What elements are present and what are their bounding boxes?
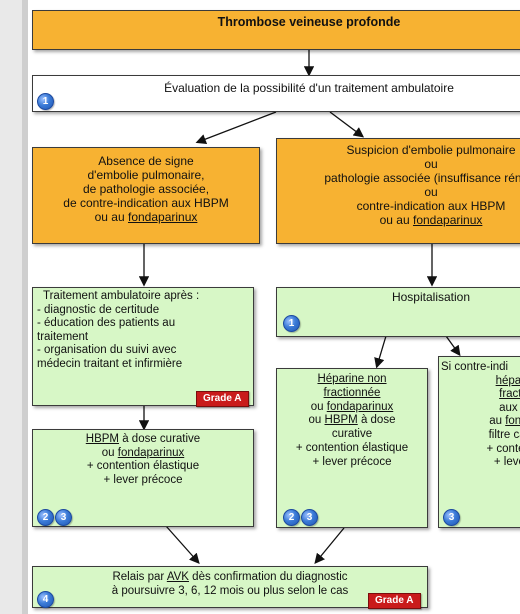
hbpm-line: HBPM à dose curative <box>33 433 253 447</box>
arrow-eval-to-left <box>195 111 277 145</box>
fondaparinux-link[interactable]: fondapa <box>505 415 520 428</box>
contra-line: aux HB <box>439 402 520 416</box>
no-signs-line: ou au fondaparinux <box>33 210 259 224</box>
reference-badge-2[interactable]: 2 <box>283 509 300 526</box>
text-prefix: ou <box>310 400 327 413</box>
ambulatory-line: Traitement ambulatoire après : <box>43 290 200 302</box>
hospitalisation-box: Hospitalisation <box>276 287 520 337</box>
ambulatory-box: Traitement ambulatoire après : - diagnos… <box>32 287 254 406</box>
ambulatory-line: - organisation du suivi avec <box>37 344 177 357</box>
text-prefix: au <box>489 415 506 428</box>
heparin-line: ou fondaparinux <box>277 401 427 415</box>
evaluation-text: Évaluation de la possibilité d'un traite… <box>164 81 454 95</box>
text-prefix: aux <box>499 401 520 414</box>
reference-badge-3[interactable]: 3 <box>55 509 72 526</box>
contra-line: + lever pr <box>493 456 520 469</box>
no-signs-line: Absence de signe <box>98 154 194 168</box>
no-signs-box: Absence de signe d'embolie pulmonaire, d… <box>32 147 260 244</box>
heparin-line: curative <box>331 428 373 441</box>
reference-badge-3[interactable]: 3 <box>443 509 460 526</box>
hbpm-link[interactable]: HBPM <box>324 414 358 427</box>
relay-line: Relais par AVK dès confirmation du diagn… <box>33 570 427 584</box>
arrow-eval-to-right <box>329 111 365 138</box>
reference-badge-2[interactable]: 2 <box>37 509 54 526</box>
title-text: Thrombose veineuse profonde <box>217 15 401 29</box>
heparin-line: + lever précoce <box>312 455 392 468</box>
reference-badge-1[interactable]: 1 <box>283 315 300 332</box>
fondaparinux-link[interactable]: fondaparinux <box>127 210 198 224</box>
arrow-hospital-to-heparin <box>374 335 387 369</box>
evaluation-box: Évaluation de la possibilité d'un traite… <box>32 75 520 112</box>
grade-a-badge: Grade A <box>368 593 421 609</box>
suspicion-line: ou <box>424 185 438 199</box>
text-prefix: ou <box>101 446 118 459</box>
suspicion-line: ou au fondaparinux <box>277 213 520 227</box>
no-signs-line: d'embolie pulmonaire, <box>87 168 205 182</box>
text-rest: à dose <box>357 414 396 427</box>
hospitalisation-text: Hospitalisation <box>391 290 471 304</box>
reference-badge-3[interactable]: 3 <box>301 509 318 526</box>
hbpm-treatment-box: HBPM à dose curative ou fondaparinux + c… <box>32 429 254 527</box>
no-signs-line: de contre-indication aux HBPM <box>63 196 229 210</box>
ambulatory-line: médecin traitant et infirmière <box>37 357 183 370</box>
heparin-link[interactable]: héparine <box>495 374 520 387</box>
contra-line: + contention <box>486 442 520 455</box>
heparin-treatment-box: Héparine non fractionnée ou fondaparinux… <box>276 368 428 528</box>
left-margin-shadow <box>22 0 28 614</box>
heparin-line: + contention élastique <box>295 441 409 454</box>
contra-line: filtre cave à <box>488 428 520 441</box>
contra-line: héparine <box>439 375 520 389</box>
fondaparinux-link[interactable]: fondaparinux <box>326 400 394 413</box>
reference-badge-1[interactable]: 1 <box>37 93 54 110</box>
suspicion-line: ou <box>424 157 438 171</box>
heparin-line: ou HBPM à dose <box>277 414 427 428</box>
contra-line: au fondapa <box>439 415 520 429</box>
contra-line: fraction <box>439 388 520 402</box>
suspicion-line: Suspicion d'embolie pulmonaire <box>346 143 516 157</box>
contra-line: Si contre-indi <box>441 361 509 373</box>
suspicion-line: pathologie associée (insuffisance rénale <box>324 171 520 185</box>
ambulatory-line: - diagnostic de certitude <box>37 303 160 316</box>
arrow-hbpm-to-relay <box>165 525 200 564</box>
no-signs-line: de pathologie associée, <box>82 182 210 196</box>
reference-badge-4[interactable]: 4 <box>37 591 54 608</box>
suspicion-line: contre-indication aux HBPM <box>356 199 506 213</box>
heparin-link[interactable]: fractionnée <box>323 386 381 399</box>
text-rest: à dose curative <box>119 433 201 445</box>
relay-box: Relais par AVK dès confirmation du diagn… <box>32 566 428 608</box>
text-prefix: ou <box>308 414 325 427</box>
ambulatory-line: - éducation des patients au <box>37 317 176 330</box>
heparin-link[interactable]: fraction <box>499 388 520 401</box>
contraindication-box: Si contre-indi héparine fraction aux HB … <box>438 356 520 528</box>
heparin-line: Héparine non <box>277 373 427 387</box>
text-prefix: Relais par <box>112 571 167 583</box>
suspicion-box: Suspicion d'embolie pulmonaire ou pathol… <box>276 138 520 244</box>
text-prefix: ou au <box>379 213 413 227</box>
hbpm-line: + contention élastique <box>86 460 200 473</box>
avk-link[interactable]: AVK <box>166 571 189 583</box>
heparin-line: fractionnée <box>277 387 427 401</box>
hbpm-link[interactable]: HBPM <box>85 433 120 445</box>
relay-line: à poursuivre 3, 6, 12 mois ou plus selon… <box>111 585 349 597</box>
arrow-heparin-to-relay <box>314 527 345 565</box>
text-rest: dès confirmation du diagnostic <box>188 571 348 583</box>
arrow-hospital-to-contra <box>445 335 461 357</box>
title-box: Thrombose veineuse profonde <box>32 10 520 50</box>
hbpm-line: + lever précoce <box>103 473 183 486</box>
heparin-link[interactable]: Héparine non <box>317 373 387 385</box>
fondaparinux-link[interactable]: fondaparinux <box>412 213 483 227</box>
left-margin <box>0 0 22 614</box>
text-prefix: ou au <box>94 210 128 224</box>
grade-a-badge: Grade A <box>196 391 249 407</box>
fondaparinux-link[interactable]: fondaparinux <box>117 446 185 459</box>
hbpm-line: ou fondaparinux <box>33 447 253 461</box>
ambulatory-line: traitement <box>37 330 89 343</box>
